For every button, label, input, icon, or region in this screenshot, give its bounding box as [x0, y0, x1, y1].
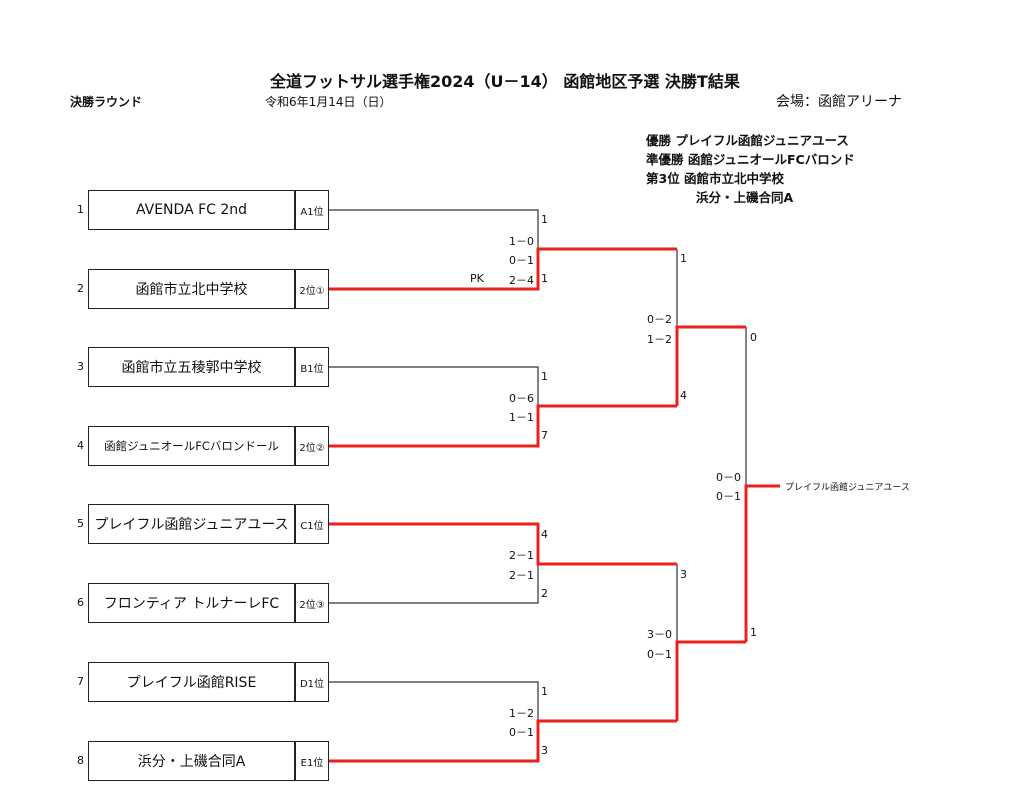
r1-m4-bottom-score: 3	[541, 744, 548, 757]
r1-m1-winner-line	[329, 247, 677, 291]
r2-m2-bottom-score: 1	[750, 626, 757, 639]
team-box-7: プレイフル函館RISE	[88, 662, 295, 702]
r1-m1-half2: 0－1	[509, 254, 534, 267]
r1-m3-half1: 2－1	[509, 549, 534, 562]
team-number-7: 7	[77, 675, 84, 688]
round-label: 決勝ラウンド	[70, 95, 143, 109]
r1-m4-half1: 1－2	[509, 707, 534, 720]
r1-m3-bottom-score: 2	[541, 587, 548, 600]
team-box-6: フロンティア トルナーレFC	[88, 583, 295, 623]
r1-m1-half1: 1－0	[509, 235, 534, 248]
team-number-2: 2	[77, 282, 84, 295]
r1-m4-loser-line	[329, 681, 539, 721]
team-number-3: 3	[77, 360, 84, 373]
team-box-3: 函館市立五稜郭中学校	[88, 347, 295, 387]
seed-box-5: C1位	[295, 504, 329, 544]
venue-label: 会場：函館アリーナ	[776, 94, 902, 110]
r1-m4-half2: 0－1	[509, 726, 534, 739]
r1-m1-top-score: 1	[541, 213, 548, 226]
team-number-8: 8	[77, 754, 84, 767]
team-box-1: AVENDA FC 2nd	[88, 190, 295, 230]
r1-m4-winner-line	[329, 719, 677, 763]
r2-m1-top-score: 1	[680, 252, 687, 265]
r2-m1-winner-line	[675, 325, 746, 406]
r2-m2-top-score: 3	[680, 568, 687, 581]
r1-m1-bottom-score: 1	[541, 272, 548, 285]
r2-m1-half1: 0－2	[647, 313, 672, 326]
final-winner-line	[744, 484, 780, 642]
seed-box-3: B1位	[295, 347, 329, 387]
third-place-line-1: 第3位 函館市立北中学校	[646, 171, 785, 186]
r1-m1-pk-label: PK	[470, 272, 484, 285]
team-number-5: 5	[77, 517, 84, 530]
r1-m2-top-score: 1	[541, 370, 548, 383]
runner-up-line: 準優勝 函館ジュニオールFCバロンド	[646, 152, 855, 167]
r1-m2-half2: 1－1	[509, 411, 534, 424]
r1-m2-loser-line	[329, 366, 539, 406]
seed-box-7: D1位	[295, 662, 329, 702]
seed-box-4: 2位②	[295, 426, 329, 466]
results-summary: 優勝 プレイフル函館ジュニアユース 準優勝 函館ジュニオールFCバロンド 第3位…	[646, 131, 855, 207]
final-half2: 0－1	[716, 490, 741, 503]
team-number-1: 1	[77, 203, 84, 216]
seed-box-8: E1位	[295, 741, 329, 781]
r1-m1-loser-line	[329, 209, 539, 250]
r1-m3-loser-line	[329, 564, 539, 604]
r2-m1-half2: 1－2	[647, 333, 672, 346]
team-box-4: 函館ジュニオールFCバロンドール	[88, 426, 295, 466]
champion-line: 優勝 プレイフル函館ジュニアユース	[646, 133, 849, 148]
team-number-6: 6	[77, 596, 84, 609]
r2-m1-bottom-score: 4	[680, 389, 687, 402]
final-top-score: 0	[750, 331, 757, 344]
r1-m2-winner-line	[329, 404, 677, 448]
event-date: 令和6年1月14日（日）	[265, 95, 392, 109]
team-box-5: プレイフル函館ジュニアユース	[88, 504, 295, 544]
r2-m2-half2: 0－1	[647, 648, 672, 661]
team-number-4: 4	[77, 439, 84, 452]
r2-m2-half1: 3－0	[647, 628, 672, 641]
r1-m2-bottom-score: 7	[541, 429, 548, 442]
r1-m3-half2: 2－1	[509, 569, 534, 582]
tournament-winner-label: プレイフル函館ジュニアユース	[785, 483, 910, 493]
seed-box-2: 2位①	[295, 269, 329, 309]
r1-m2-half1: 0－6	[509, 392, 534, 405]
team-box-2: 函館市立北中学校	[88, 269, 295, 309]
r1-m3-winner-line	[329, 522, 677, 566]
r2-m2-winner-line	[675, 640, 746, 721]
team-box-8: 浜分・上磯合同A	[88, 741, 295, 781]
final-half1: 0－0	[716, 471, 741, 484]
third-place-line-2: 浜分・上磯合同A	[696, 190, 794, 205]
page-title: 全道フットサル選手権2024（U－14） 函館地区予選 決勝T結果	[270, 72, 740, 91]
r1-m1-pk-score: 2－4	[509, 274, 534, 287]
r1-m4-top-score: 1	[541, 685, 548, 698]
seed-box-6: 2位③	[295, 583, 329, 623]
seed-box-1: A1位	[295, 190, 329, 230]
r1-m3-top-score: 4	[541, 528, 548, 541]
